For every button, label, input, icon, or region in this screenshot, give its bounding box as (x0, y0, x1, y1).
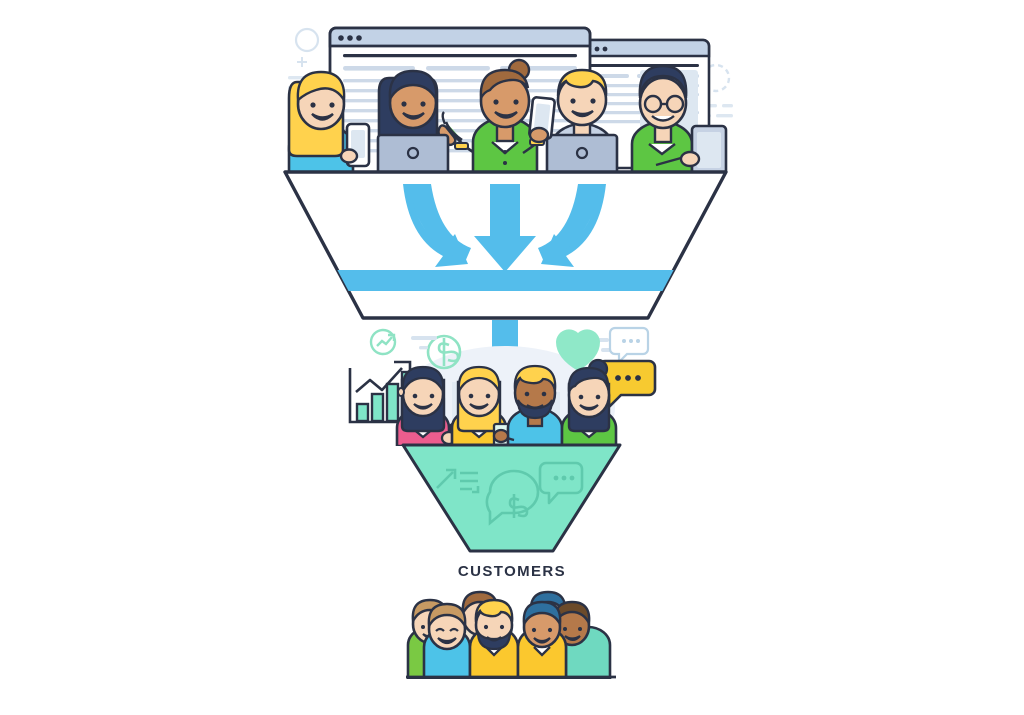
crowd-6 (553, 600, 612, 679)
customers-label: CUSTOMERS (457, 563, 567, 580)
funnel-band (285, 270, 726, 291)
person-glasses-tablet (630, 64, 728, 174)
mid-scene (348, 326, 657, 470)
laptop-icon (545, 133, 619, 174)
person-blonde-phone (287, 70, 371, 174)
laptop-icon (376, 133, 450, 174)
awareness-funnel (283, 170, 728, 320)
person-navyhair-laptop (376, 69, 450, 174)
list-arrow-icon (436, 468, 480, 494)
customers-crowd (406, 590, 616, 679)
chat-bubble-faint-icon (538, 461, 584, 505)
heart-icon (556, 329, 600, 371)
customer-green (560, 358, 618, 446)
customer-beard-blue (492, 364, 564, 446)
customers-funnel (401, 443, 622, 553)
crowd-5 (516, 600, 568, 679)
dollar-circle-icon (426, 334, 462, 370)
top-scene (287, 26, 733, 174)
window-dots (338, 35, 362, 41)
crowd-4 (468, 598, 520, 679)
person-blond-laptop (545, 68, 619, 174)
glasses-icon (643, 94, 685, 114)
funnel-arrows (403, 184, 606, 272)
dollar-bubble-icon (485, 469, 540, 526)
crowd-2 (422, 602, 472, 679)
chat-bubble-outline-icon (608, 326, 650, 365)
person-bun-green-pointing (437, 58, 556, 174)
growth-arrow-circle-icon (369, 328, 397, 356)
customer-pink (395, 365, 468, 446)
tablet-icon (690, 124, 728, 174)
phone-icon (522, 96, 556, 154)
